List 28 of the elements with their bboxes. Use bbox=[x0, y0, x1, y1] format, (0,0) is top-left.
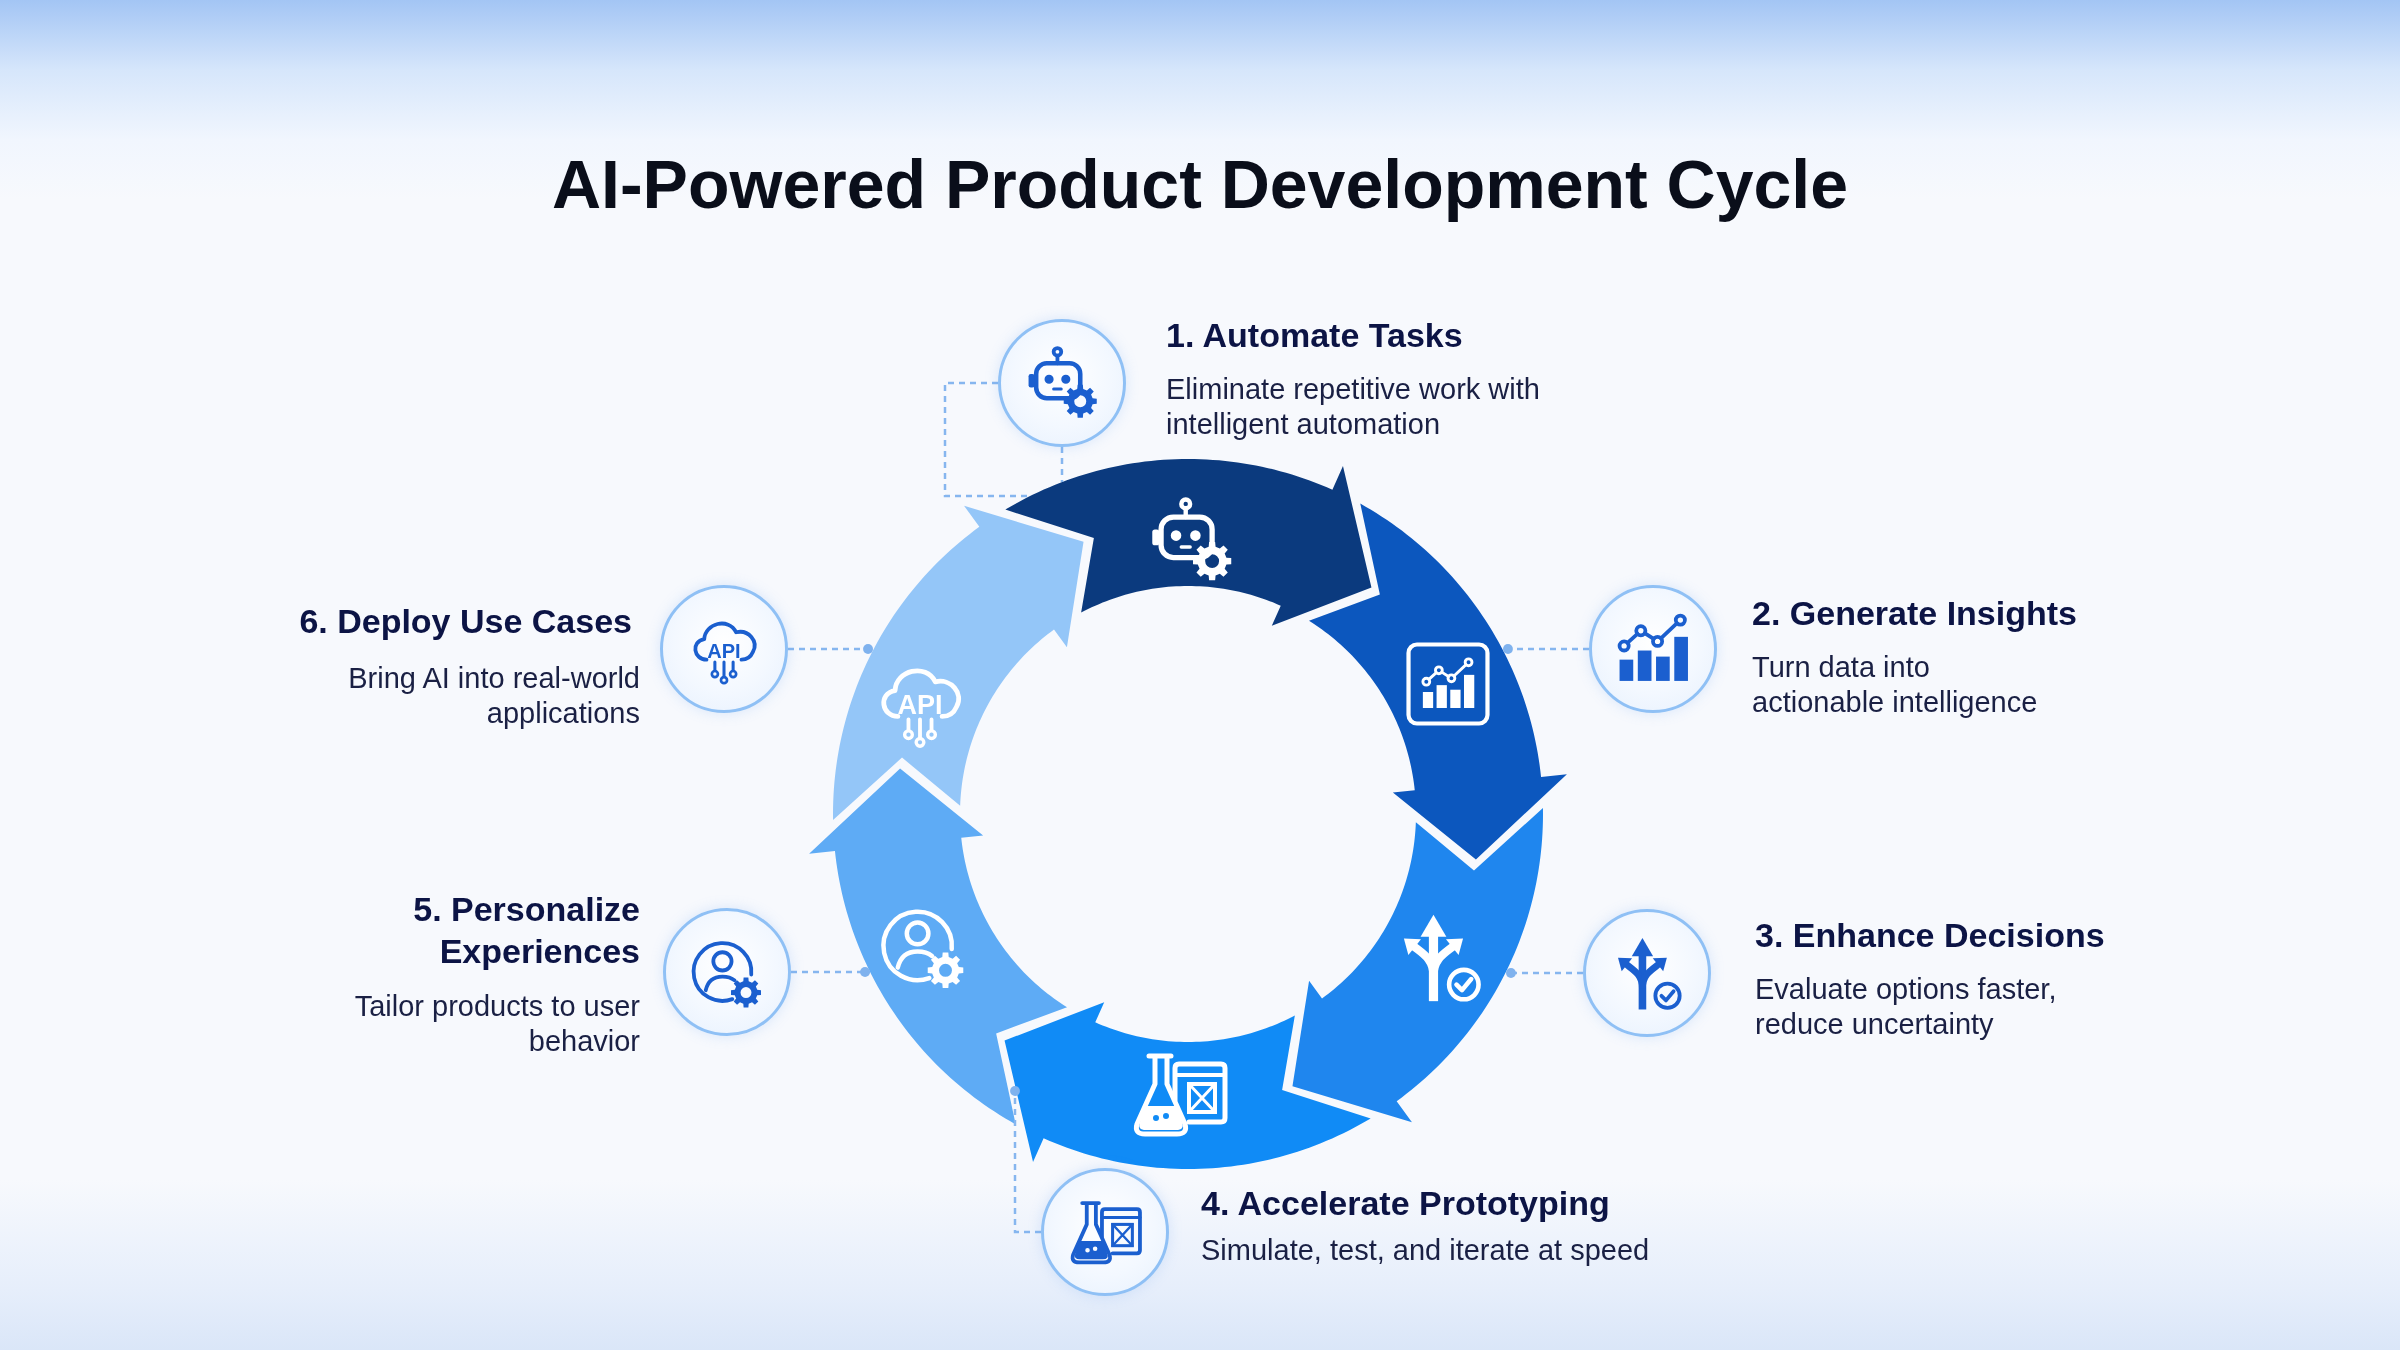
step-heading: 5. Personalize Experiences bbox=[412, 889, 640, 972]
step-heading: 2. Generate Insights bbox=[1752, 593, 2077, 634]
icon-label: API bbox=[707, 641, 741, 661]
step-heading: 4. Accelerate Prototyping bbox=[1201, 1183, 1610, 1224]
step-description: Evaluate options faster, reduce uncertainty bbox=[1755, 972, 2058, 1042]
step-heading: 6. Deploy Use Cases bbox=[299, 601, 632, 642]
arrow-segment bbox=[809, 768, 1068, 1125]
arrow-segment bbox=[1308, 503, 1567, 860]
step-description: Bring AI into real-world applications bbox=[347, 661, 640, 731]
leader-line bbox=[1060, 447, 1064, 482]
step-heading: 3. Enhance Decisions bbox=[1755, 915, 2105, 956]
arrow-segment bbox=[833, 505, 1084, 821]
arrow-segment bbox=[1005, 459, 1372, 626]
leader-line bbox=[1010, 1086, 1041, 1234]
step-description: Turn data into actionable intelligence bbox=[1752, 650, 2039, 720]
arrow-segment bbox=[1004, 1002, 1371, 1169]
leader-line bbox=[1506, 968, 1583, 978]
leader-line bbox=[788, 644, 873, 654]
leader-line bbox=[943, 381, 1030, 498]
step-description: Simulate, test, and iterate at speed bbox=[1201, 1233, 1650, 1268]
leader-line bbox=[791, 967, 870, 977]
diagram-title: AI-Powered Product Development Cycle bbox=[551, 145, 1849, 224]
arrow-segment bbox=[1292, 807, 1543, 1123]
step-description: Eliminate repetitive work with intelligent automation bbox=[1166, 372, 1541, 442]
icon-label: API bbox=[897, 691, 943, 719]
step-heading: 1. Automate Tasks bbox=[1166, 315, 1463, 356]
step-description: Tailor products to user behavior bbox=[353, 989, 640, 1059]
leader-line bbox=[1503, 644, 1589, 654]
